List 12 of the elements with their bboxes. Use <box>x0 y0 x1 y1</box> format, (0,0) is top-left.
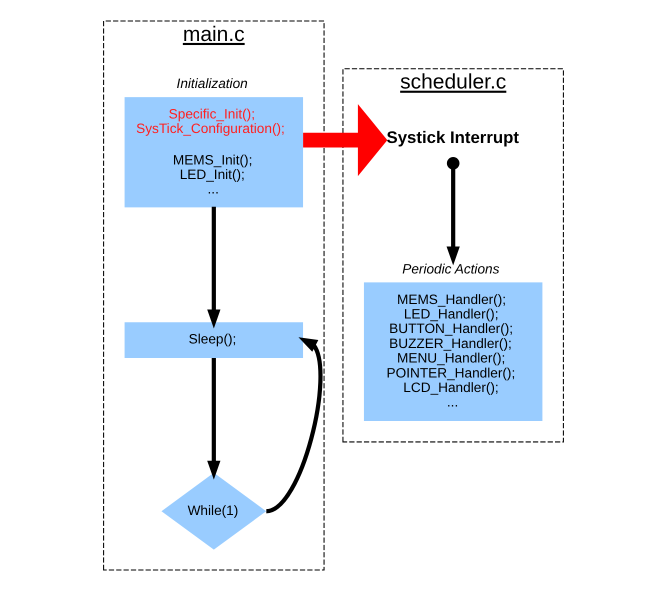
node-label: Initialization <box>176 76 248 92</box>
node-box: Specific_Init(); SysTick_Configuration(); MEMS_Init(); LED_Init(); ... <box>124 97 303 208</box>
arrow <box>206 358 220 480</box>
node-diamond: While(1) <box>160 472 266 550</box>
arrow <box>206 206 220 328</box>
arrow <box>302 104 387 176</box>
node-label: Periodic Actions <box>402 261 499 276</box>
node-text: Systick Interrupt <box>386 128 518 148</box>
arrow <box>265 337 322 514</box>
node-box: MEMS_Handler(); LED_Handler(); BUTTON_Handler(); BUZZER_Handler(); MENU_Handler(); POINTER_Handler(); LCD_Handler(); ... <box>363 282 542 421</box>
node-box: Sleep(); <box>124 322 303 358</box>
arrow <box>446 157 460 266</box>
